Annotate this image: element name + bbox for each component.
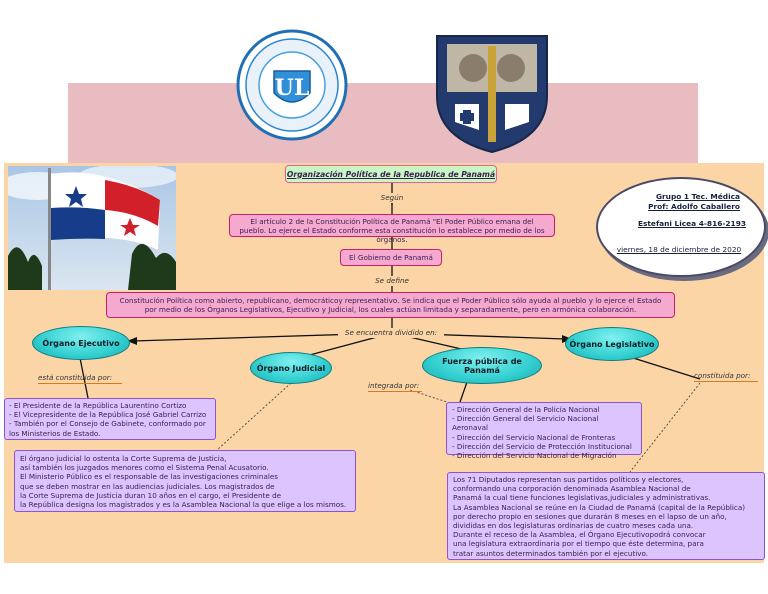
- detail-line: - El Presidente de la República Laurenti…: [9, 401, 187, 410]
- fuerza-publica-node: Fuerza pública de Panamá: [422, 347, 542, 384]
- detail-line: que se deben mostrar en las audiencias j…: [20, 481, 275, 491]
- organo-judicial-node: Órgano Judicial: [250, 352, 332, 384]
- connector-se-encuentra: Se encuentra dividido en:: [338, 328, 444, 338]
- professor-label: Prof: Adolfo Caballero: [648, 202, 740, 211]
- articulo-box: El artículo 2 de la Constitución Polític…: [229, 214, 555, 244]
- header-band: [68, 83, 698, 163]
- ejecutivo-details-box: - El Presidente de la República Laurenti…: [4, 398, 216, 440]
- detail-line: así también los juzgados menores como el…: [20, 463, 269, 473]
- detail-line: una legislatura extraordinaria por el ti…: [453, 539, 704, 549]
- connector-esta-constituida: está constituida por:: [38, 373, 122, 384]
- svg-text:UL: UL: [275, 75, 310, 101]
- detail-line: Durante el receso de la Asamblea, el Órg…: [453, 530, 706, 540]
- connector-segun: Según: [374, 193, 410, 203]
- detail-line: El Ministerio Público es el responsable …: [20, 472, 279, 482]
- connector-constituida: constituida por:: [694, 371, 758, 382]
- detail-line: Panamá la cual tiene funciones legislati…: [453, 493, 711, 503]
- faculty-shield-logo: [433, 26, 551, 154]
- date-label: viernes, 18 de diciembre de 2020: [616, 245, 742, 254]
- student-label: Estefani Licea 4-816-2193: [637, 219, 746, 228]
- detail-line: - Dirección del Servicio Nacional de Fro…: [452, 432, 616, 442]
- detail-line: La Asamblea Nacional se reúne en la Ciud…: [453, 502, 746, 512]
- detail-line: - Dirección General del Servicio Naciona…: [452, 414, 599, 433]
- detail-line: tratar asuntos determinados también por …: [453, 548, 649, 558]
- detail-line: - Dirección del Servicio Nacional de Mig…: [452, 451, 617, 461]
- gobierno-box: El Gobierno de Panamá: [340, 249, 442, 266]
- organo-ejecutivo-node: Órgano Ejecutivo: [32, 326, 130, 360]
- organo-legislativo-node: Órgano Legislativo: [565, 327, 659, 361]
- detail-line: - También por el Consejo de Gabinete, co…: [9, 419, 206, 429]
- legislativo-details-box: Los 71 Diputados representan sus partido…: [447, 472, 765, 560]
- diagram-title: Organización Política de la Republica de…: [285, 165, 497, 183]
- detail-line: la Corte Suprema de Justicia duran 10 añ…: [20, 490, 282, 500]
- detail-line: - Dirección General de la Policía Nacion…: [452, 405, 600, 414]
- detail-line: divididas en dos legislaturas ordinarias…: [453, 521, 694, 531]
- fuerza-details-box: - Dirección General de la Policía Nacion…: [446, 402, 642, 460]
- constitucion-box: Constitución Política como abierto, repu…: [106, 292, 675, 318]
- connector-se-define: Se define: [369, 276, 415, 286]
- detail-line: conformando una corporación denominada A…: [453, 484, 691, 494]
- detail-line: - El Vicepresidente de la República José…: [9, 410, 207, 420]
- detail-line: Los 71 Diputados representan sus partido…: [453, 475, 684, 484]
- group-label: Grupo 1 Tec. Médica: [655, 192, 740, 201]
- detail-line: la República designa los magistrados y e…: [20, 500, 347, 510]
- author-info-card: [596, 177, 766, 277]
- detail-line: por derecho propio en sesiones que durar…: [453, 511, 727, 521]
- detail-line: - Dirección del Servicio de Protección I…: [452, 441, 632, 451]
- connector-integrada: integrada por:: [368, 381, 422, 392]
- detail-line: El órgano judicial lo ostenta la Corte S…: [20, 454, 227, 463]
- panama-flag-photo: [8, 166, 176, 290]
- university-seal-logo: UL: [236, 29, 348, 141]
- detail-line: los Ministerios de Estado.: [9, 428, 101, 438]
- judicial-details-box: El órgano judicial lo ostenta la Corte S…: [14, 450, 356, 512]
